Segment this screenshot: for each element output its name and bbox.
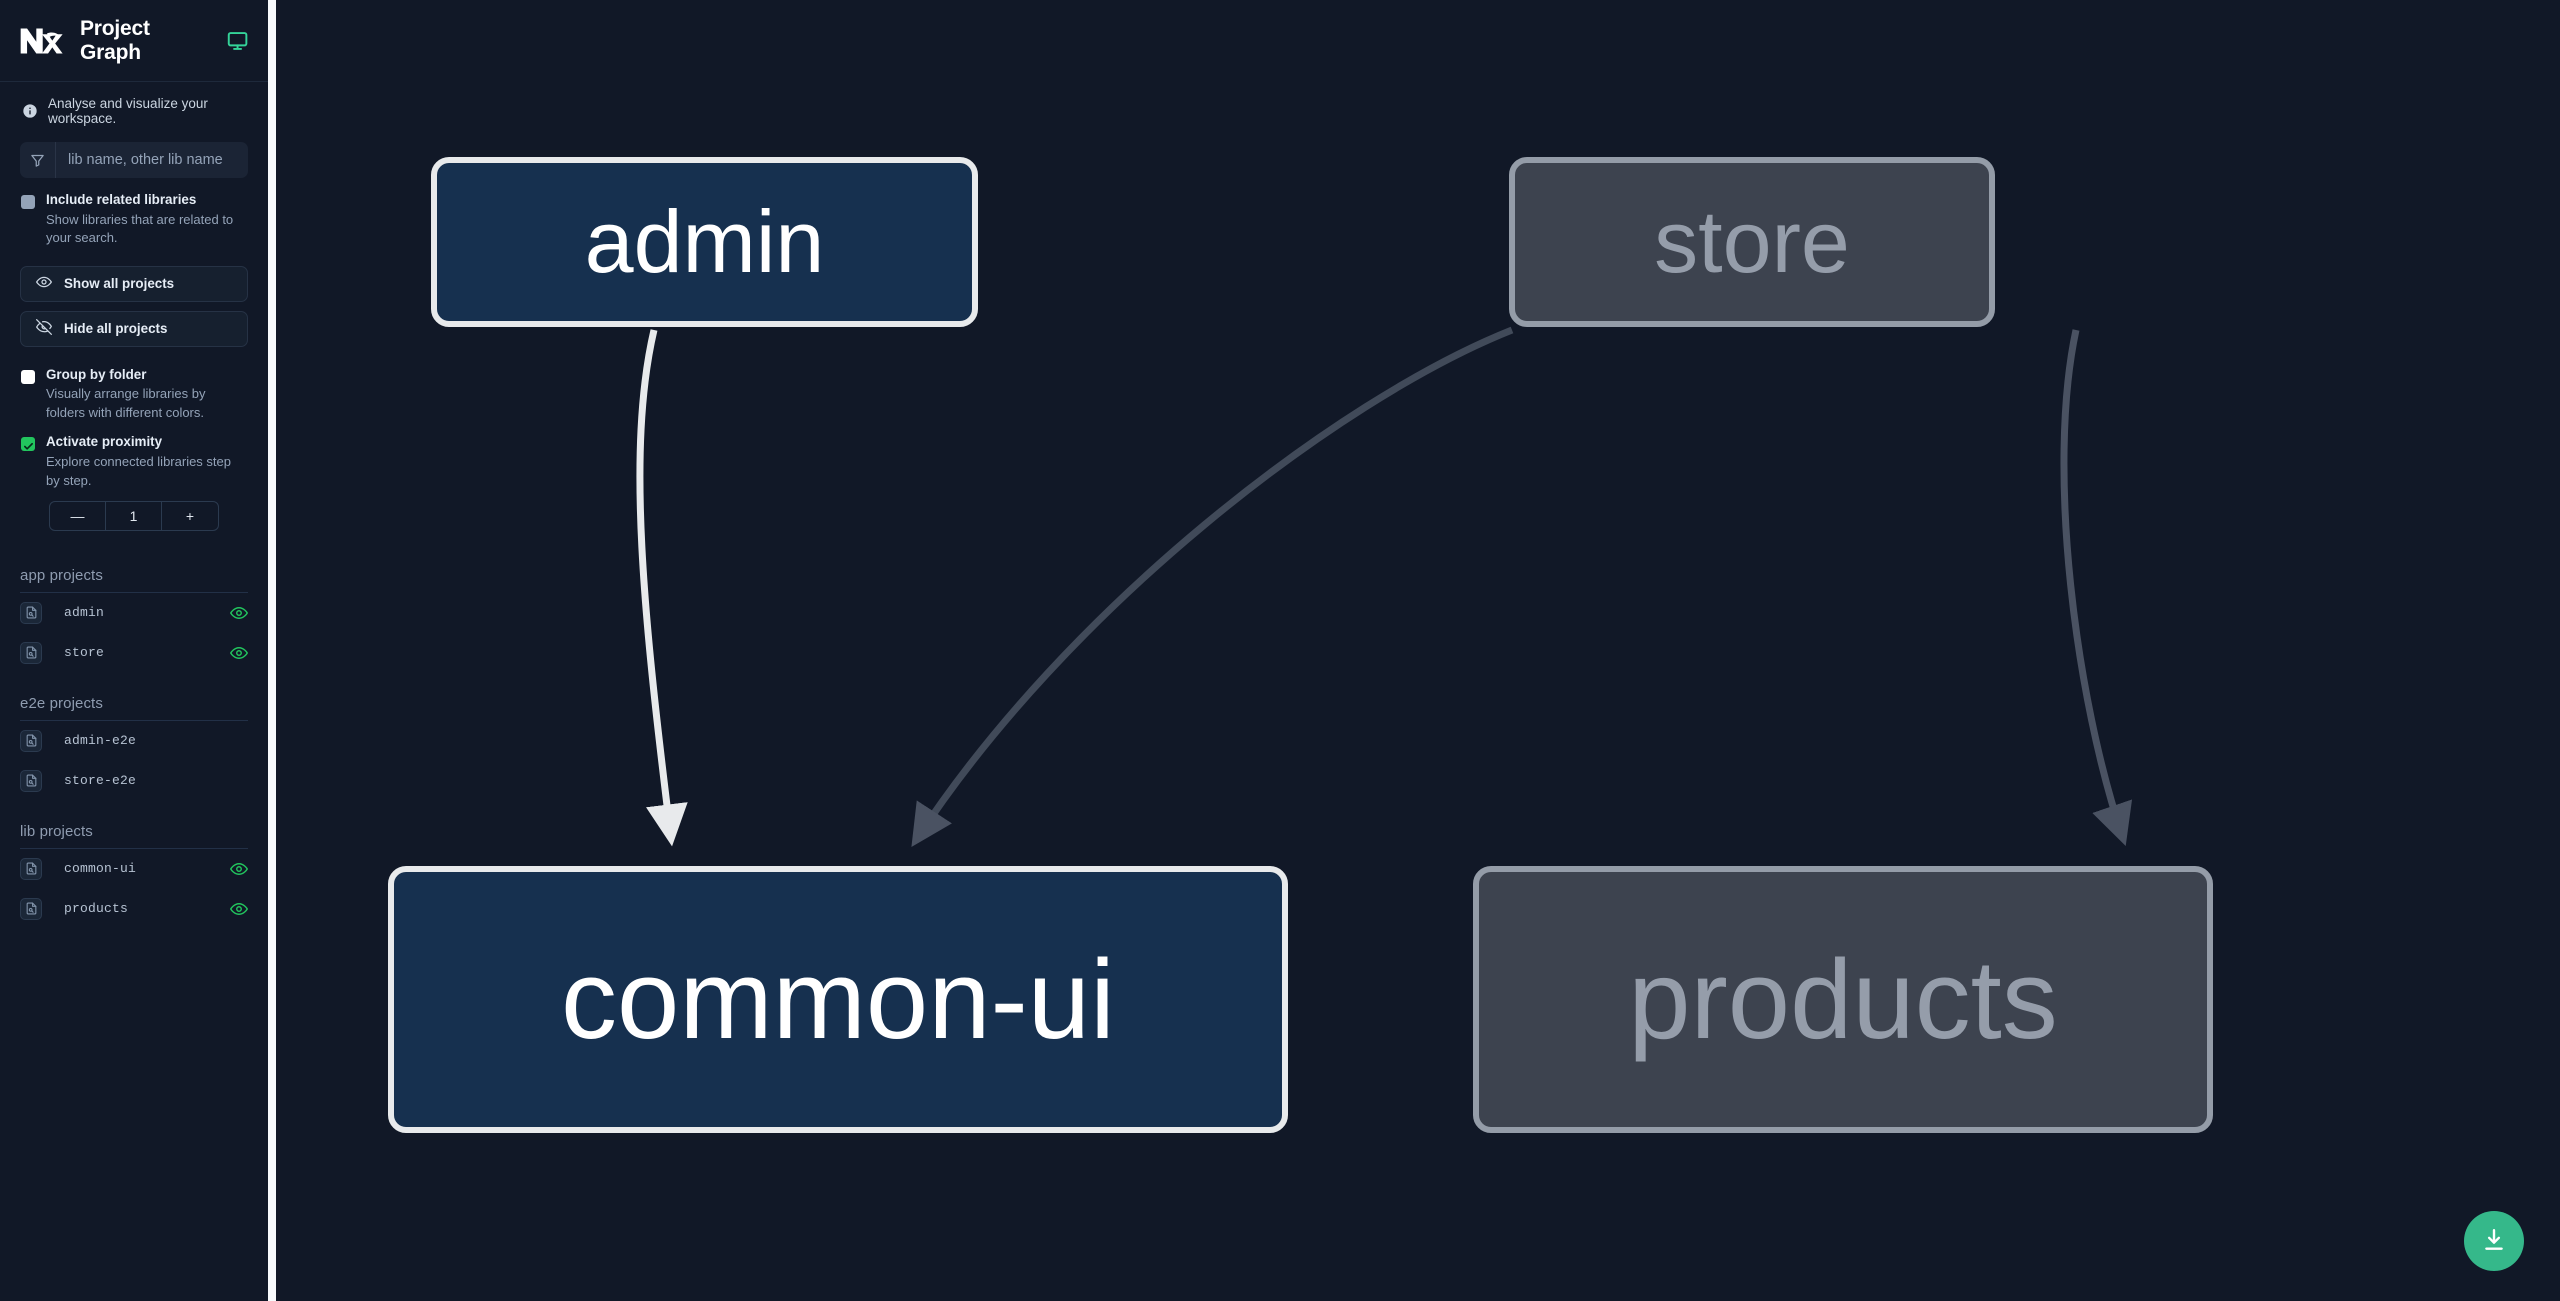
proximity-decrement-button[interactable]: — bbox=[50, 501, 106, 530]
project-name: store bbox=[64, 645, 105, 661]
graph-node-label: common-ui bbox=[561, 936, 1115, 1062]
search-box[interactable] bbox=[20, 142, 248, 178]
edge-store-to-common-ui bbox=[911, 326, 1514, 848]
eye-off-icon bbox=[36, 319, 52, 338]
monitor-icon[interactable] bbox=[227, 30, 248, 52]
proximity-increment-button[interactable]: + bbox=[185, 507, 195, 524]
sidebar-resize-handle[interactable] bbox=[268, 0, 276, 1301]
group-heading: app projects bbox=[20, 567, 248, 593]
hide-all-projects-label: Hide all projects bbox=[64, 321, 168, 337]
hide-all-projects-button[interactable]: Hide all projects bbox=[20, 310, 248, 347]
project-file-icon bbox=[20, 641, 42, 664]
group-app-projects: app projects admin bbox=[0, 567, 268, 673]
graph-node-label: admin bbox=[584, 192, 825, 291]
project-row-admin-e2e[interactable]: admin-e2e bbox=[20, 721, 248, 761]
search-input[interactable] bbox=[56, 142, 248, 178]
option-label: Include related libraries bbox=[46, 192, 197, 207]
option-label: Activate proximity bbox=[46, 434, 163, 450]
project-name: products bbox=[64, 901, 129, 917]
include-related-checkbox[interactable] bbox=[21, 195, 35, 209]
project-file-icon bbox=[20, 857, 42, 880]
group-e2e-projects: e2e projects admin-e2e store bbox=[0, 695, 268, 801]
show-all-projects-label: Show all projects bbox=[64, 276, 175, 292]
project-file-icon bbox=[20, 769, 42, 792]
edge-store-to-products bbox=[2060, 329, 2133, 846]
sidebar-header: Project Graph bbox=[0, 0, 268, 82]
graph-node-products[interactable]: products bbox=[1473, 866, 2213, 1133]
search-section bbox=[0, 136, 268, 178]
project-row-common-ui[interactable]: common-ui bbox=[20, 849, 248, 889]
download-icon bbox=[2481, 1227, 2507, 1256]
project-file-icon bbox=[20, 601, 42, 624]
proximity-value: 1 bbox=[106, 501, 162, 530]
graph-canvas[interactable]: admin store common-ui products bbox=[276, 0, 2560, 1301]
project-row-products[interactable]: products bbox=[20, 889, 248, 929]
nx-logo bbox=[20, 25, 64, 57]
info-icon bbox=[22, 103, 38, 119]
project-name: common-ui bbox=[64, 861, 137, 877]
group-by-folder-checkbox[interactable] bbox=[21, 369, 35, 384]
graph-node-label: products bbox=[1628, 936, 2058, 1062]
graph-edges bbox=[636, 326, 2133, 848]
option-description: Visually arrange libraries by folders wi… bbox=[46, 386, 206, 420]
project-file-icon bbox=[20, 729, 42, 752]
activate-proximity-checkbox[interactable] bbox=[21, 437, 35, 452]
eye-icon bbox=[36, 274, 52, 293]
graph-node-label: store bbox=[1654, 192, 1850, 291]
project-row-store[interactable]: store bbox=[20, 633, 248, 673]
toggle-visibility-eye-icon[interactable] bbox=[230, 604, 248, 622]
sidebar: Project Graph Analyse and visualize your… bbox=[0, 0, 268, 1301]
tagline-text: Analyse and visualize your workspace. bbox=[48, 96, 208, 126]
option-description: Explore connected libraries step by step… bbox=[46, 454, 231, 488]
project-file-icon bbox=[20, 897, 42, 920]
project-row-admin[interactable]: admin bbox=[20, 593, 248, 633]
graph-node-common-ui[interactable]: common-ui bbox=[388, 866, 1288, 1133]
visibility-buttons: Show all projects Hide all projects bbox=[0, 248, 268, 347]
option-description: Show libraries that are related to your … bbox=[46, 211, 234, 246]
graph-node-admin[interactable]: admin bbox=[431, 157, 978, 327]
option-include-related-libraries[interactable]: Include related libraries Show libraries… bbox=[0, 178, 268, 248]
proximity-stepper-wrap: — 1 + bbox=[0, 490, 268, 531]
edge-admin-to-common-ui bbox=[636, 329, 688, 847]
show-all-projects-button[interactable]: Show all projects bbox=[20, 265, 248, 302]
toggle-visibility-eye-icon[interactable] bbox=[230, 860, 248, 878]
page-title: Project Graph bbox=[80, 16, 150, 64]
group-heading: e2e projects bbox=[20, 695, 248, 721]
sidebar-tagline: Analyse and visualize your workspace. bbox=[0, 82, 268, 136]
toggle-visibility-eye-icon[interactable] bbox=[230, 900, 248, 918]
funnel-filter-icon[interactable] bbox=[20, 142, 56, 178]
option-label: Group by folder bbox=[46, 366, 147, 382]
group-lib-projects: lib projects common-ui bbox=[0, 823, 268, 929]
toggle-visibility-eye-icon[interactable] bbox=[230, 644, 248, 662]
proximity-stepper: — 1 + bbox=[49, 500, 219, 531]
project-row-store-e2e[interactable]: store-e2e bbox=[20, 761, 248, 801]
option-activate-proximity[interactable]: Activate proximity Explore connected lib… bbox=[0, 422, 268, 490]
project-name: store-e2e bbox=[64, 773, 137, 789]
project-name: admin-e2e bbox=[64, 733, 137, 749]
option-group-by-folder[interactable]: Group by folder Visually arrange librari… bbox=[0, 347, 268, 423]
download-graph-button[interactable] bbox=[2464, 1211, 2524, 1271]
group-heading: lib projects bbox=[20, 823, 248, 849]
graph-node-store[interactable]: store bbox=[1509, 157, 1995, 327]
project-name: admin bbox=[64, 605, 105, 621]
